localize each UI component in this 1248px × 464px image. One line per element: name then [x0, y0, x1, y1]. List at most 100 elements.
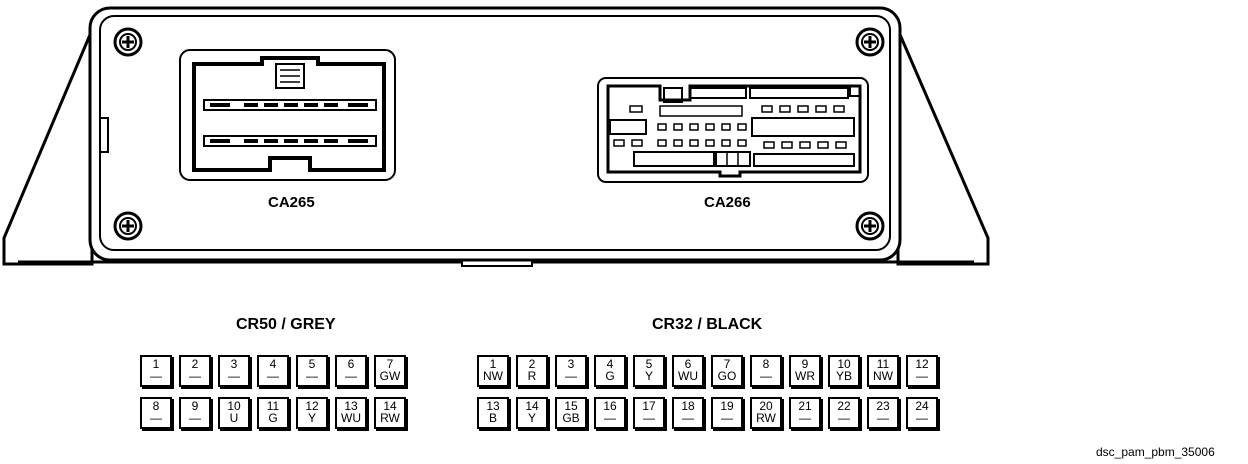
pin-number: 4: [606, 357, 614, 371]
right-flange: [896, 29, 990, 266]
pin-cell: 24—: [906, 397, 938, 429]
pin-cell: 5—: [296, 355, 328, 387]
pin-number: 5: [308, 357, 316, 371]
screw-icon: [113, 27, 143, 57]
pin-wire-color: RW: [380, 411, 400, 425]
pin-wire-color: —: [306, 369, 318, 383]
pin-number: 8: [762, 357, 770, 371]
pin-wire-color: B: [488, 411, 497, 425]
pin-number: 8: [152, 399, 160, 413]
pin-number: 6: [347, 357, 355, 371]
pin-number: 20: [759, 399, 773, 413]
pin-number: 7: [723, 357, 731, 371]
pin-number: 14: [383, 399, 397, 413]
pin-number: 22: [837, 399, 851, 413]
pin-number: 12: [915, 357, 929, 371]
pin-wire-color: —: [760, 369, 772, 383]
pin-number: 3: [567, 357, 575, 371]
pin-number: 18: [681, 399, 695, 413]
pin-wire-color: —: [799, 411, 811, 425]
figure-caption: dsc_pam_pbm_35006: [1096, 445, 1215, 459]
pin-wire-color: —: [150, 369, 162, 383]
pin-number: 9: [801, 357, 809, 371]
pin-wire-color: YB: [835, 369, 852, 383]
pin-wire-color: U: [229, 411, 239, 425]
pin-number: 17: [642, 399, 656, 413]
pin-wire-color: Y: [644, 369, 653, 383]
pin-number: 1: [152, 357, 160, 371]
pin-cell: 19—: [711, 397, 743, 429]
pin-wire-color: —: [565, 369, 577, 383]
pin-number: 24: [915, 399, 929, 413]
pin-wire-color: —: [838, 411, 850, 425]
pinout-title-cr32: CR32 / BLACK: [652, 316, 763, 333]
pin-wire-color: —: [643, 411, 655, 425]
pin-number: 10: [227, 399, 241, 413]
pin-cell: 18—: [672, 397, 704, 429]
pin-number: 11: [876, 357, 890, 371]
screw-icon: [855, 27, 885, 57]
pin-wire-color: WU: [341, 411, 361, 425]
connector-ca265: [179, 49, 396, 181]
pin-number: 14: [525, 399, 539, 413]
pin-number: 7: [386, 357, 394, 371]
pin-wire-color: —: [267, 369, 279, 383]
screw-icon: [855, 211, 885, 241]
pin-number: 6: [684, 357, 692, 371]
pin-wire-color: —: [604, 411, 616, 425]
pin-wire-color: —: [916, 369, 928, 383]
pin-number: 10: [837, 357, 851, 371]
pin-number: 19: [720, 399, 734, 413]
pin-number: 21: [798, 399, 812, 413]
pin-cell: 23—: [867, 397, 899, 429]
pin-number: 1: [489, 357, 497, 371]
module-drawing: [2, 6, 990, 267]
pin-cell: 21—: [789, 397, 821, 429]
pin-wire-color: —: [916, 411, 928, 425]
pin-number: 3: [230, 357, 238, 371]
pinout-title-cr50: CR50 / GREY: [236, 316, 336, 333]
pin-number: 2: [528, 357, 536, 371]
pin-cell: 3—: [218, 355, 250, 387]
pin-number: 12: [305, 399, 319, 413]
pin-wire-color: —: [189, 411, 201, 425]
pin-wire-color: WU: [678, 369, 698, 383]
pin-wire-color: —: [345, 369, 357, 383]
pin-wire-color: —: [721, 411, 733, 425]
pin-wire-color: GO: [717, 369, 737, 383]
pin-cell: 8—: [140, 397, 172, 429]
pin-number: 15: [564, 399, 578, 413]
pin-wire-color: G: [605, 369, 615, 383]
pin-number: 13: [486, 399, 500, 413]
pin-number: 23: [876, 399, 890, 413]
screw-icon: [113, 211, 143, 241]
pin-number: 11: [266, 399, 280, 413]
pin-wire-color: Y: [527, 411, 536, 425]
connector-label-ca265: CA265: [268, 194, 315, 211]
pin-number: 9: [191, 399, 199, 413]
pin-wire-color: R: [527, 369, 537, 383]
pin-cell: 8—: [750, 355, 782, 387]
pin-cell: 1—: [140, 355, 172, 387]
pin-number: 2: [191, 357, 199, 371]
pin-cell: 9—: [179, 397, 211, 429]
pin-wire-color: —: [682, 411, 694, 425]
